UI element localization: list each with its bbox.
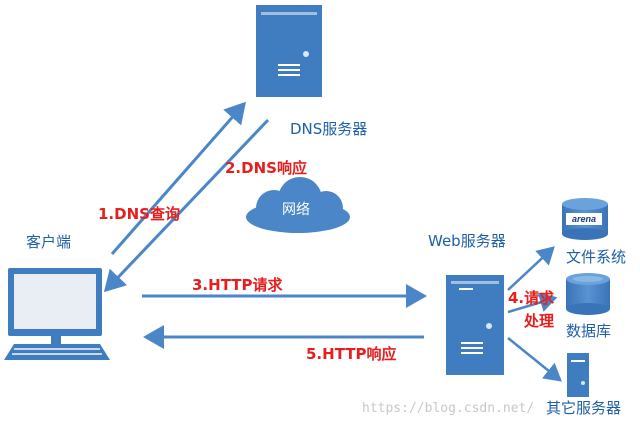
http-request-label: 3.HTTP请求	[192, 276, 283, 294]
to-database-arrow	[507, 292, 558, 314]
watermark: https://blog.csdn.net/	[362, 401, 535, 416]
web-server-icon	[446, 275, 504, 375]
other-server-icon	[567, 353, 589, 397]
request-processing-label-line1: 4.请求	[508, 289, 555, 307]
database-icon	[566, 273, 610, 315]
to-file-system-arrow	[507, 246, 555, 291]
network-cloud-icon	[246, 177, 350, 233]
database-label: 数据库	[566, 322, 612, 340]
file-system-label: 文件系统	[566, 248, 627, 266]
network-label: 网络	[282, 202, 310, 218]
dns-query-label: 1.DNS查询	[98, 205, 180, 223]
to-other-server-arrow	[507, 337, 562, 382]
http-response-label: 5.HTTP响应	[306, 345, 397, 363]
web-server-label: Web服务器	[428, 232, 506, 250]
arena-logo: arena	[566, 213, 602, 225]
dns-response-label: 2.DNS响应	[225, 159, 307, 177]
dns-response-arrow	[103, 118, 270, 293]
dns-server-icon	[256, 5, 322, 97]
dns-query-arrow	[110, 101, 246, 255]
other-servers-label: 其它服务器	[546, 399, 622, 417]
client-computer-icon	[4, 268, 110, 360]
dns-server-label: DNS服务器	[290, 120, 368, 138]
request-processing-label-line2: 处理	[524, 312, 555, 330]
client-label: 客户端	[26, 233, 72, 251]
